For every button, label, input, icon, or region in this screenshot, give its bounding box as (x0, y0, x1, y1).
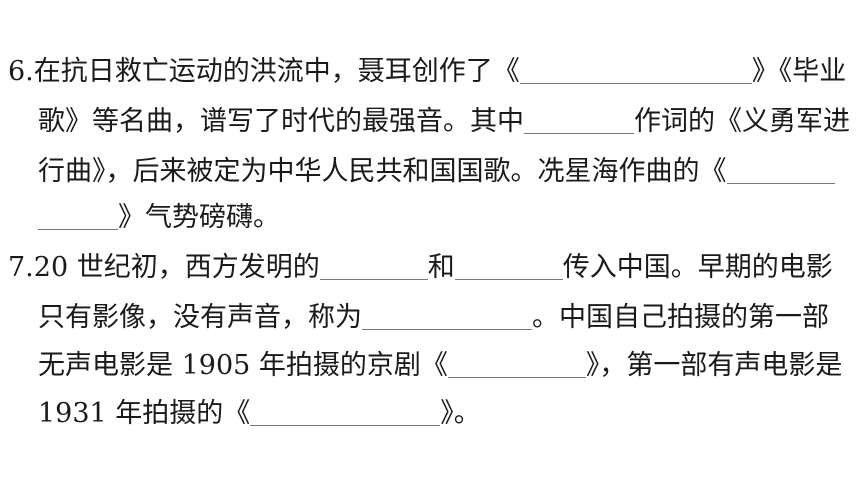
q7-line-4: 1931 年拍摄的《 》。 (38, 394, 481, 434)
q6-number: 6. (8, 56, 34, 87)
q6-text-3a: 行曲》，后来被定为中华人民共和国国歌。冼星海作曲的《 (38, 156, 727, 187)
q6-text-1a: 在抗日救亡运动的洪流中，聂耳创作了《 (33, 56, 520, 87)
q6-text-2a: 歌》等名曲，谱写了时代的最强音。其中 (38, 106, 524, 137)
q6-line-3: 行曲》，后来被定为中华人民共和国国歌。冼星海作曲的《 (38, 152, 835, 192)
q7-line-3: 无声电影是 1905 年拍摄的京剧《 》，第一部有声电影是 (38, 346, 842, 386)
q7-text-4b: 》。 (440, 398, 481, 429)
q7-blank-1[interactable] (319, 249, 428, 280)
q7-blank-4[interactable] (447, 347, 586, 378)
q7-blank-2[interactable] (454, 249, 563, 280)
q6-line-1: 6.在抗日救亡运动的洪流中，聂耳创作了《 》《毕业 (8, 52, 846, 92)
q6-blank-3b[interactable] (38, 199, 118, 230)
q7-blank-5[interactable] (250, 395, 441, 426)
q6-text-4a: 》气势磅礴。 (118, 202, 280, 233)
q6-line-2: 歌》等名曲，谱写了时代的最强音。其中 作词的《义勇军进 (38, 102, 850, 142)
q7-number: 7. (8, 252, 34, 283)
q7-text-1b: 和 (427, 252, 455, 283)
q7-text-2a: 只有影像，没有声音，称为 (38, 302, 362, 333)
q6-blank-1[interactable] (519, 53, 752, 84)
q7-text-1a: 20 世纪初，西方发明的 (33, 252, 320, 283)
q7-text-3a: 无声电影是 1905 年拍摄的京剧《 (38, 350, 448, 381)
q6-text-1b: 》《毕业 (751, 56, 847, 87)
q6-blank-2[interactable] (524, 103, 634, 134)
q7-line-2: 只有影像，没有声音，称为 。中国自己拍摄的第一部 (38, 298, 829, 338)
q6-blank-3a[interactable] (726, 153, 835, 184)
q7-line-1: 7.20 世纪初，西方发明的 和 传入中国。早期的电影 (8, 248, 833, 288)
q7-text-3b: 》，第一部有声电影是 (585, 350, 843, 381)
q7-text-2b: 。中国自己拍摄的第一部 (532, 302, 829, 333)
q7-text-1c: 传入中国。早期的电影 (562, 252, 833, 283)
q7-blank-3[interactable] (362, 299, 532, 330)
q6-line-4: 》气势磅礴。 (38, 198, 280, 238)
q6-text-2b: 作词的《义勇军进 (634, 106, 850, 137)
q7-text-4a: 1931 年拍摄的《 (38, 398, 251, 429)
